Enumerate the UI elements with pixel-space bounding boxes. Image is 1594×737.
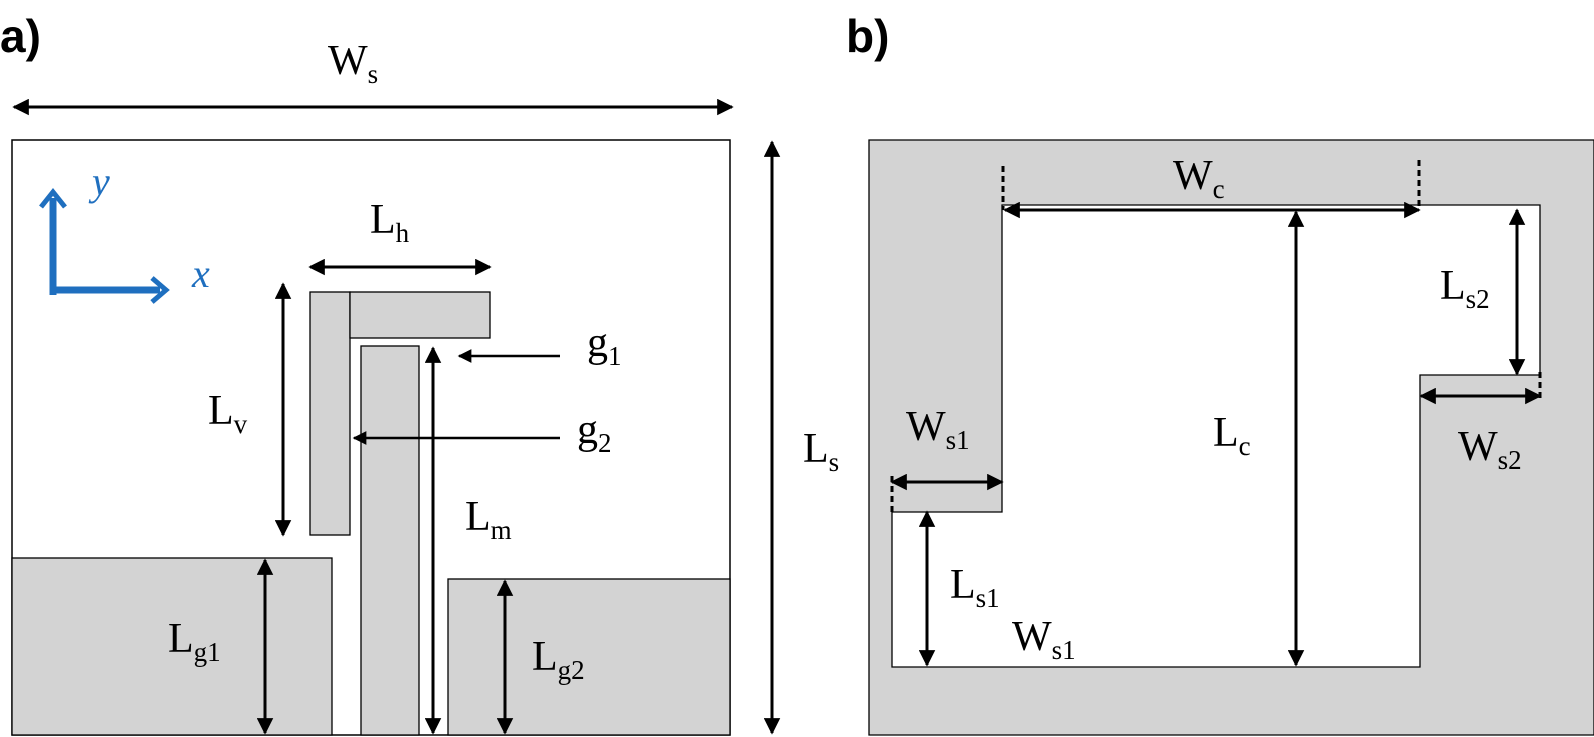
ground-plane-left: [11, 557, 333, 736]
g1-label: g1: [587, 320, 622, 371]
feed-line: [360, 345, 420, 736]
lc-label: Lc: [1213, 410, 1251, 461]
lg2-label: Lg2: [532, 634, 585, 685]
ws-label: Ws: [328, 38, 378, 89]
coordinate-axes: y x: [39, 159, 210, 304]
g2-label: g2: [577, 407, 612, 458]
wc-label: Wc: [1173, 153, 1225, 204]
lv-label: Lv: [208, 388, 248, 439]
ws1-label: Ws1: [906, 404, 970, 455]
panel-a: a) y x Ws Ls Lh Lv: [0, 10, 839, 736]
panel-a-label: a): [0, 10, 41, 62]
ground-plane-with-slot: [868, 139, 1594, 736]
ls2-label: Ls2: [1440, 263, 1490, 314]
ws2-label: Ws2: [1458, 424, 1522, 475]
panel-b: b) Ws1 Wc Lc Ls2 Ws2 Ws1 Ls1: [846, 10, 1594, 736]
lm-label: Lm: [465, 494, 512, 545]
ls-label: Ls: [803, 426, 839, 477]
ws1-faded-label: Ws1: [1012, 614, 1076, 665]
x-axis-label: x: [191, 251, 210, 296]
x-axis-arrowhead: [150, 276, 170, 304]
lh-label: Lh: [370, 197, 410, 248]
lg1-label: Lg1: [168, 616, 221, 667]
horizontal-strip: [349, 291, 491, 339]
vertical-strip: [309, 291, 351, 536]
ground-plane-right: [447, 578, 731, 736]
y-axis-label: y: [88, 159, 110, 204]
y-axis-arrowhead: [39, 187, 67, 209]
ls1-label: Ls1: [950, 562, 1000, 613]
panel-b-label: b): [846, 10, 889, 62]
